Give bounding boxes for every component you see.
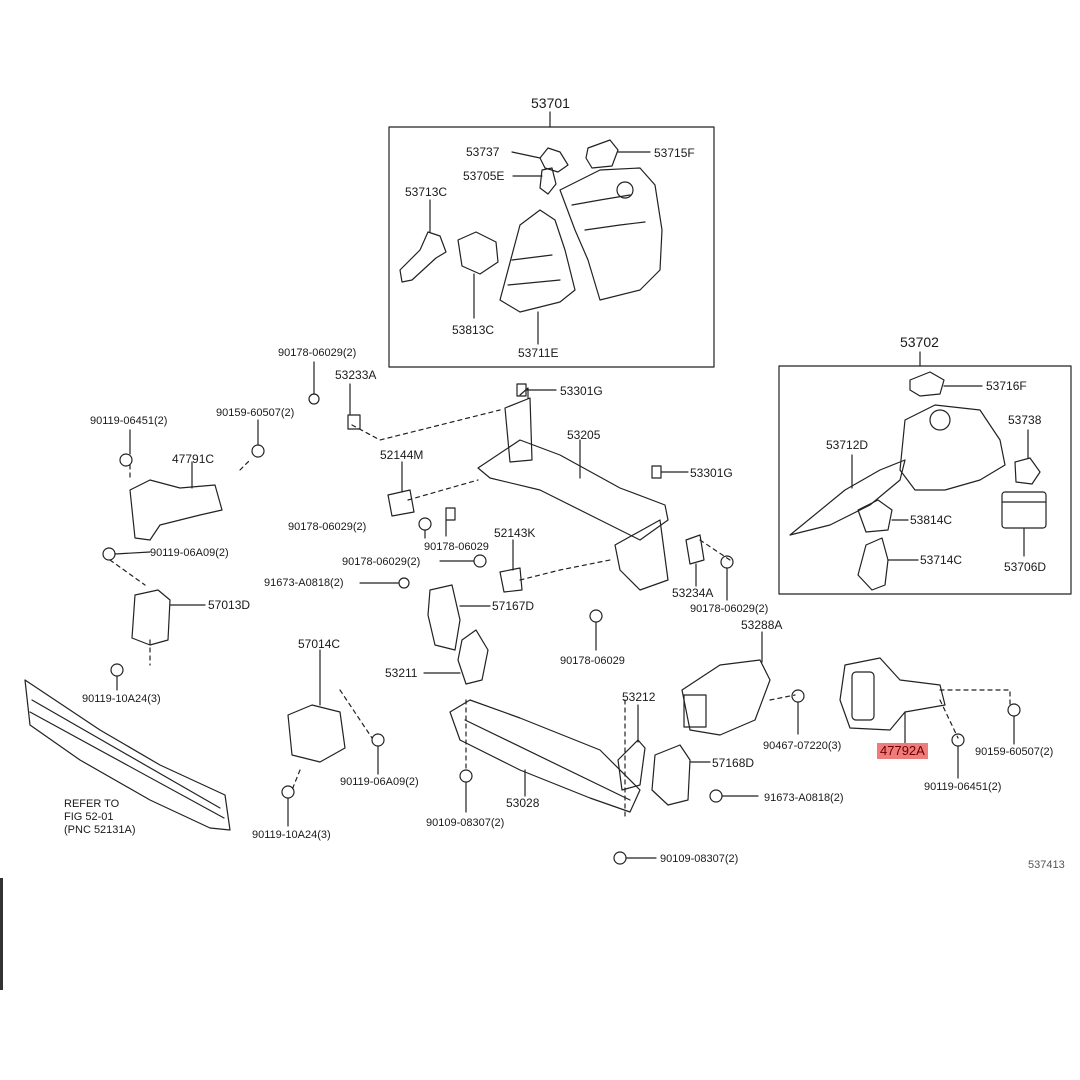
label-90119-10A24-3-b: 90119-10A24(3) bbox=[252, 829, 331, 841]
part-53715F-clip bbox=[585, 139, 651, 169]
edge-mark bbox=[0, 878, 3, 990]
part-53814C-bracket bbox=[857, 499, 909, 533]
part-57167D-bracket bbox=[427, 584, 491, 651]
figure-code: 537413 bbox=[1028, 859, 1065, 871]
label-57014C: 57014C bbox=[298, 637, 341, 651]
part-47791C-duct bbox=[129, 461, 223, 541]
label-52144M: 52144M bbox=[380, 448, 424, 462]
label-90109-08307-2-b: 90109-08307(2) bbox=[660, 853, 739, 865]
label-53714C: 53714C bbox=[920, 553, 963, 567]
label-53211: 53211 bbox=[385, 666, 418, 680]
label-47791C: 47791C bbox=[172, 452, 215, 466]
part-57014C-bracket bbox=[287, 649, 346, 763]
label-53705E: 53705E bbox=[463, 169, 505, 183]
label-53715F: 53715F bbox=[654, 146, 695, 160]
label-53288A: 53288A bbox=[741, 618, 783, 632]
label-90119-10A24-3-a: 90119-10A24(3) bbox=[82, 693, 161, 705]
part-53713C-bracket bbox=[399, 199, 447, 283]
part-53714C-bracket bbox=[857, 537, 919, 591]
part-53813C-bracket bbox=[457, 231, 499, 319]
label-90159-60507-2-a: 90159-60507(2) bbox=[216, 407, 295, 419]
label-53234A: 53234A bbox=[672, 586, 714, 600]
part-52143K-bracket bbox=[499, 539, 523, 593]
label-53737: 53737 bbox=[466, 145, 500, 159]
part-53738-mount bbox=[1014, 429, 1041, 485]
part-grille-reference bbox=[24, 679, 231, 831]
part-53234A-bracket bbox=[685, 534, 705, 587]
label-91673-A0818-2-a: 91673-A0818(2) bbox=[264, 577, 344, 589]
label-90119-06451-2-a: 90119-06451(2) bbox=[90, 415, 168, 427]
part-53288A-duct bbox=[681, 631, 771, 736]
label-90178-06029-2-a: 90178-06029(2) bbox=[278, 347, 357, 359]
label-53702: 53702 bbox=[900, 334, 939, 350]
part-53028-crossmember bbox=[449, 699, 641, 813]
part-53712D-apron bbox=[789, 404, 1006, 536]
label-53716F: 53716F bbox=[986, 379, 1027, 393]
label-57013D: 57013D bbox=[208, 598, 251, 612]
label-53712D: 53712D bbox=[826, 438, 869, 452]
part-53205-support-upper bbox=[477, 383, 689, 591]
part-57013D-bracket bbox=[131, 589, 206, 646]
label-53711E: 53711E bbox=[518, 346, 559, 360]
label-53301G-b: 53301G bbox=[690, 466, 733, 480]
label-90467-07220-3: 90467-07220(3) bbox=[763, 740, 842, 752]
refer-note: REFER TO FIG 52-01 (PNC 52131A) bbox=[64, 798, 136, 837]
label-90159-60507-2-b: 90159-60507(2) bbox=[975, 746, 1054, 758]
label-53701: 53701 bbox=[531, 95, 570, 111]
part-53711E-fender-apron bbox=[499, 167, 663, 345]
label-57167D: 57167D bbox=[492, 599, 535, 613]
label-53706D: 53706D bbox=[1004, 560, 1047, 574]
part-53706D-pad bbox=[1001, 491, 1047, 557]
label-53713C: 53713C bbox=[405, 185, 448, 199]
label-52143K: 52143K bbox=[494, 526, 536, 540]
refer-note-line-2: FIG 52-01 bbox=[64, 811, 114, 823]
part-53705E-grommet bbox=[512, 167, 557, 195]
label-53814C: 53814C bbox=[910, 513, 953, 527]
label-90119-06A09-2-b: 90119-06A09(2) bbox=[340, 776, 419, 788]
label-90178-06029-2-d: 90178-06029(2) bbox=[690, 603, 769, 615]
label-53813C: 53813C bbox=[452, 323, 495, 337]
label-90178-06029-2-b: 90178-06029(2) bbox=[288, 521, 367, 533]
label-53028: 53028 bbox=[506, 796, 540, 810]
label-leaders bbox=[114, 361, 1015, 859]
dashed-guides bbox=[109, 409, 1011, 821]
label-53205: 53205 bbox=[567, 428, 601, 442]
label-53233A: 53233A bbox=[335, 368, 377, 382]
label-90119-06A09-2-a: 90119-06A09(2) bbox=[150, 547, 229, 559]
label-91673-A0818-2-b: 91673-A0818(2) bbox=[764, 792, 844, 804]
part-53212-brace bbox=[617, 704, 646, 791]
label-53212: 53212 bbox=[622, 690, 656, 704]
part-53211-brace bbox=[423, 629, 489, 685]
part-53716F-clip bbox=[909, 371, 983, 397]
label-53738: 53738 bbox=[1008, 413, 1042, 427]
part-52144M-bracket bbox=[387, 461, 415, 517]
label-57168D: 57168D bbox=[712, 756, 755, 770]
group-box-53701 bbox=[388, 126, 715, 368]
fasteners bbox=[102, 393, 1021, 865]
label-47792A: 47792A bbox=[877, 743, 928, 759]
group-box-53702 bbox=[778, 365, 1072, 595]
refer-note-line-3: (PNC 52131A) bbox=[64, 824, 136, 836]
label-90109-08307-2-a: 90109-08307(2) bbox=[426, 817, 505, 829]
label-90178-06029-b: 90178-06029 bbox=[560, 655, 625, 667]
label-90178-06029-a: 90178-06029 bbox=[424, 541, 489, 553]
label-90119-06451-2-b: 90119-06451(2) bbox=[924, 781, 1002, 793]
part-57168D-bracket bbox=[651, 744, 711, 806]
refer-note-line-1: REFER TO bbox=[64, 798, 120, 810]
label-53301G-a: 53301G bbox=[560, 384, 603, 398]
part-47792A-duct bbox=[839, 657, 946, 749]
label-90178-06029-2-c: 90178-06029(2) bbox=[342, 556, 421, 568]
part-53737-bracket bbox=[511, 147, 569, 173]
